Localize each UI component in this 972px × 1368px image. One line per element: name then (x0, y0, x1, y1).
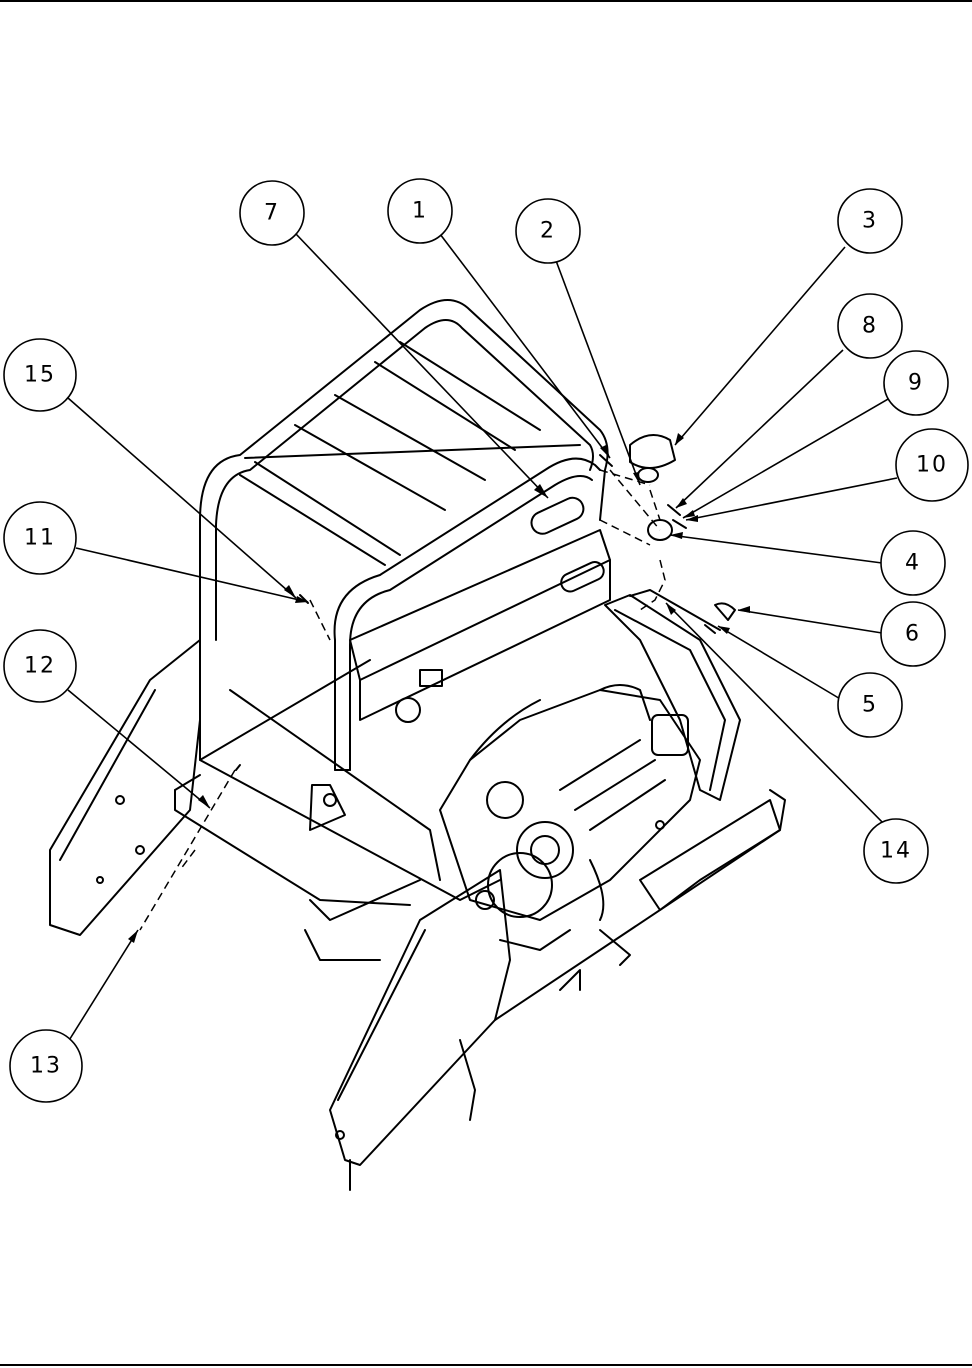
callout-9-label: 9 (908, 371, 924, 396)
callout-13-label: 13 (30, 1054, 62, 1079)
cross-panel (350, 494, 610, 722)
engine-assembly (440, 690, 700, 965)
callout-8-label: 8 (862, 314, 878, 339)
callout-14-label: 14 (880, 839, 912, 864)
callout-2-label: 2 (540, 219, 556, 244)
callout-12: 12 (4, 630, 76, 702)
callout-3-label: 3 (862, 209, 878, 234)
callout-balloons: 7 1 2 3 8 9 10 (4, 179, 968, 1102)
callout-11-label: 11 (24, 526, 56, 551)
front-right-panel (330, 790, 785, 1190)
callout-7: 7 (240, 181, 304, 245)
callout-8: 8 (838, 294, 902, 358)
callout-6: 6 (881, 602, 945, 666)
callout-10: 10 (896, 429, 968, 501)
callout-2: 2 (516, 199, 580, 263)
callout-1: 1 (388, 179, 452, 243)
chassis-tub (175, 660, 500, 960)
callout-10-label: 10 (916, 453, 948, 478)
callout-1-label: 1 (412, 199, 428, 224)
callout-11: 11 (4, 502, 76, 574)
callout-7-label: 7 (264, 201, 280, 226)
callout-6-label: 6 (905, 622, 921, 647)
callout-3: 3 (838, 189, 902, 253)
callout-12-label: 12 (24, 654, 56, 679)
callout-4: 4 (881, 531, 945, 595)
callout-15-label: 15 (24, 363, 56, 388)
callout-14: 14 (864, 819, 928, 883)
callout-13: 13 (10, 1030, 82, 1102)
callout-15: 15 (4, 339, 76, 411)
leader-lines (68, 234, 897, 1042)
callout-5: 5 (838, 673, 902, 737)
callout-5-label: 5 (862, 693, 878, 718)
callout-9: 9 (884, 351, 948, 415)
callout-4-label: 4 (905, 551, 921, 576)
radiator (600, 590, 740, 800)
